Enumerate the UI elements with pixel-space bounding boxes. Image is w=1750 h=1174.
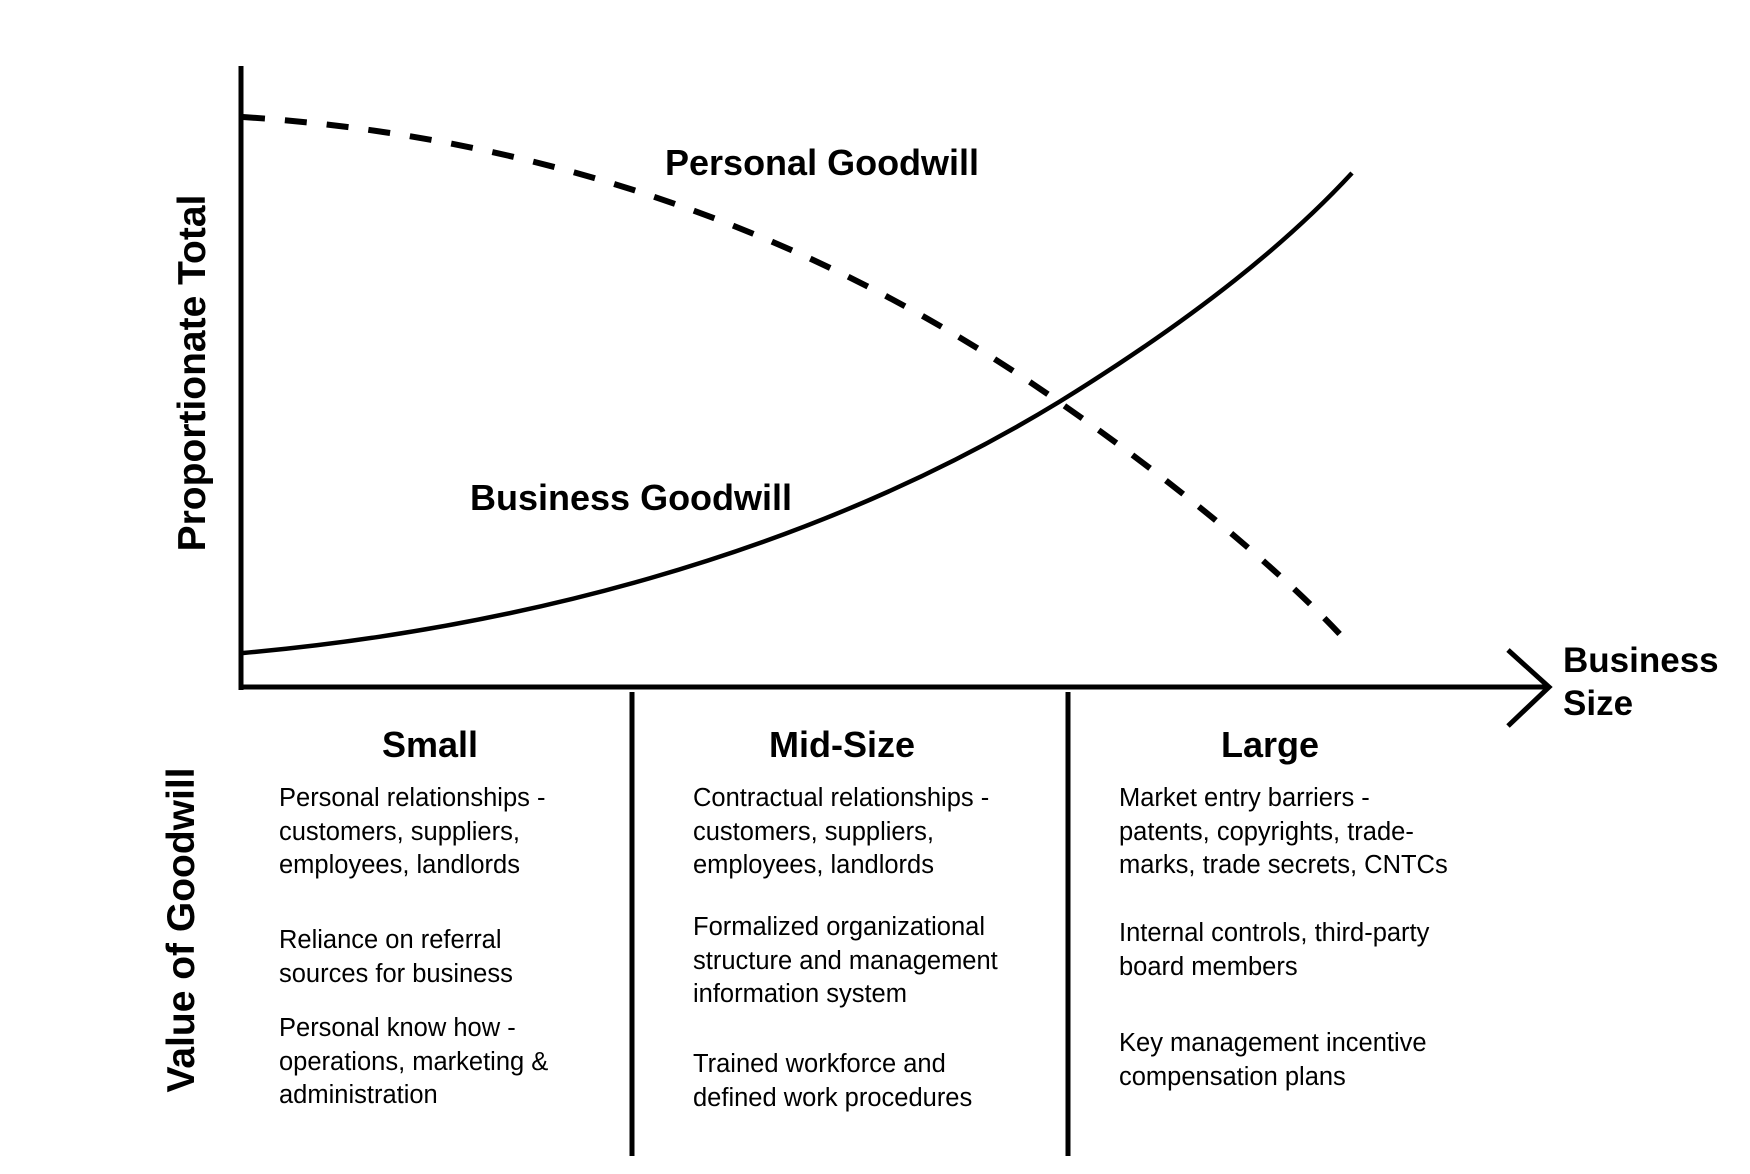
list-item: Internal controls, third-party board mem…	[1119, 919, 1430, 981]
x-axis-label-line2: Size	[1563, 684, 1633, 723]
business-goodwill-curve	[242, 171, 1354, 656]
business-goodwill-label: Business Goodwill	[470, 477, 792, 518]
column-title-mid-size: Mid-Size	[768, 724, 915, 765]
list-item: Personal relationships - customers, supp…	[279, 784, 546, 879]
y-axis-label-bottom: Value of Goodwill	[160, 767, 203, 1093]
list-item: Personal know how - operations, marketin…	[279, 1014, 549, 1109]
list-item: Formalized organizational structure and …	[693, 913, 998, 1008]
list-item: Contractual relationships - customers, s…	[693, 784, 990, 879]
x-axis-arrowhead-icon	[1506, 648, 1553, 728]
list-item: Reliance on referral sources for busines…	[279, 926, 513, 988]
x-axis-label-line1: Business	[1563, 641, 1719, 680]
list-item: Key management incentive compensation pl…	[1119, 1029, 1427, 1091]
list-item: Trained workforce and defined work proce…	[693, 1050, 973, 1112]
column-title-large: Large	[1220, 724, 1320, 765]
personal-goodwill-label: Personal Goodwill	[665, 142, 979, 183]
list-item: Market entry barriers - patents, copyrig…	[1119, 784, 1448, 879]
y-axis-label-top: Proportionate Total	[171, 194, 214, 552]
column-title-small: Small	[381, 724, 479, 765]
personal-goodwill-curve	[242, 114, 1350, 645]
